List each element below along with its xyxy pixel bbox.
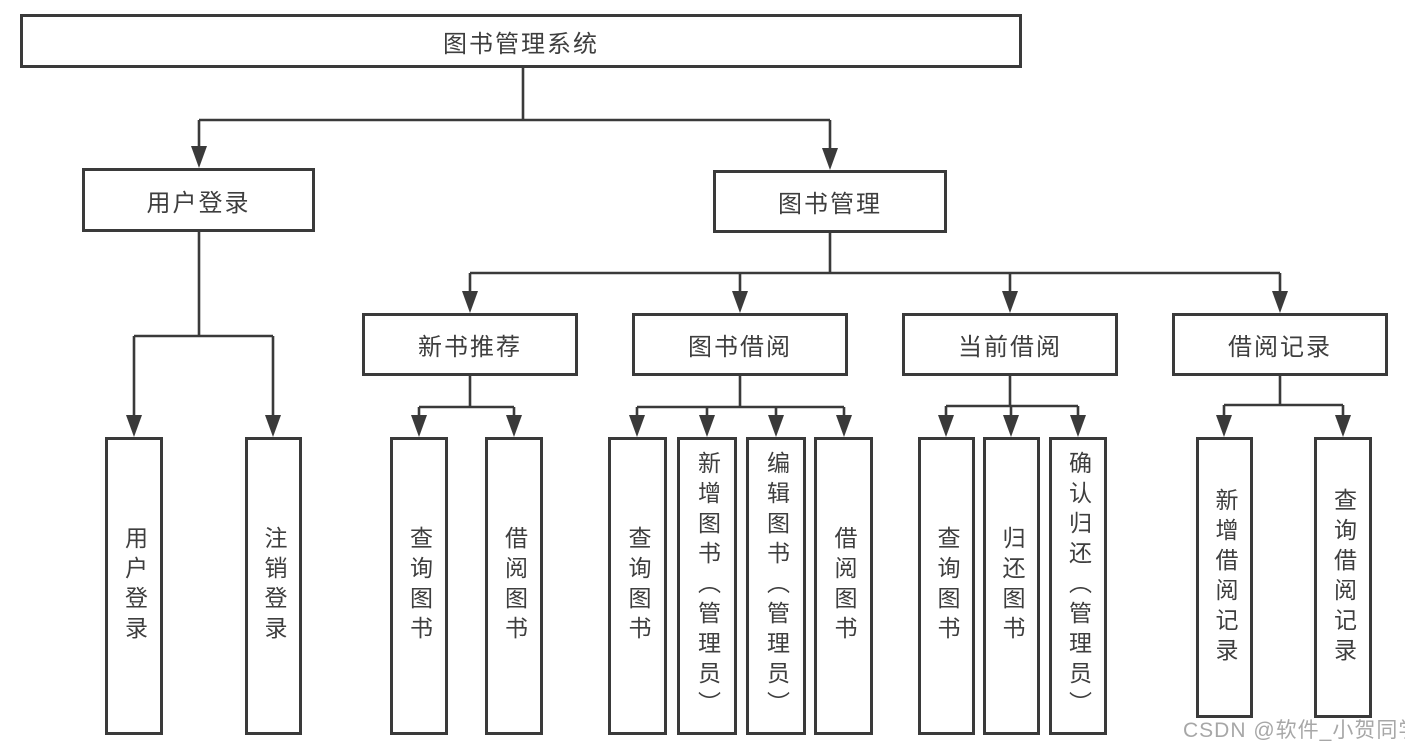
node-label: 借阅记录 [1228,334,1332,361]
node-label: 当前借阅 [958,334,1062,361]
arrowhead-icon [506,415,522,437]
leaf-add-borrow-record: 新增借阅记录 [1196,437,1253,718]
node-label: 图书管理 [778,191,882,218]
leaf-label: 查询图书 [625,526,651,646]
arrowhead-icon [191,146,207,168]
arrowhead-icon [629,415,645,437]
arrowhead-icon [938,415,954,437]
leaf-add-book-admin: 新增图书（管理员） [677,437,737,735]
leaf-query-borrow-record: 查询借阅记录 [1314,437,1372,718]
arrowhead-icon [1070,415,1086,437]
leaf-query-books-1: 查询图书 [390,437,448,735]
node-book-borrowing: 图书借阅 [632,313,848,376]
node-book-management: 图书管理 [713,170,947,233]
leaf-label: 归还图书 [999,526,1025,646]
arrowhead-icon [462,291,478,313]
node-label: 图书借阅 [688,334,792,361]
leaf-borrow-books-2: 借阅图书 [814,437,873,735]
leaf-label: 注销登录 [261,526,287,646]
leaf-label: 确认归还（管理员） [1065,451,1092,721]
arrowhead-icon [732,291,748,313]
leaf-label: 新增图书（管理员） [694,451,721,721]
leaf-label: 编辑图书（管理员） [763,451,790,721]
leaf-edit-book-admin: 编辑图书（管理员） [746,437,806,735]
leaf-label: 新增借阅记录 [1212,487,1238,668]
csdn-watermark: CSDN @软件_小贺同学 [1183,719,1405,742]
arrowhead-icon [1003,415,1019,437]
leaf-confirm-return-admin: 确认归还（管理员） [1049,437,1107,735]
leaf-label: 借阅图书 [831,526,857,646]
leaf-label: 用户登录 [121,526,148,646]
node-label: 新书推荐 [418,334,522,361]
node-library-management-system: 图书管理系统 [20,14,1022,68]
arrowhead-icon [265,415,281,437]
node-current-borrowing: 当前借阅 [902,313,1118,376]
arrowhead-icon [822,148,838,170]
leaf-label: 查询图书 [934,526,960,646]
leaf-label: 查询借阅记录 [1330,487,1357,668]
arrowhead-icon [836,415,852,437]
arrowhead-icon [1002,291,1018,313]
leaf-borrow-books-1: 借阅图书 [485,437,543,735]
leaf-return-book: 归还图书 [983,437,1040,735]
leaf-label: 查询图书 [406,526,433,646]
arrowhead-icon [1335,415,1351,437]
arrowheads [126,146,1351,437]
leaf-query-books-3: 查询图书 [918,437,975,735]
arrowhead-icon [699,415,715,437]
node-new-book-recommendation: 新书推荐 [362,313,578,376]
leaf-label: 借阅图书 [501,526,528,646]
arrowhead-icon [1216,415,1232,437]
node-label: 用户登录 [146,189,251,217]
arrowhead-icon [768,415,784,437]
leaf-logout: 注销登录 [245,437,302,735]
connector-path [132,68,1345,415]
arrowhead-icon [126,415,142,437]
node-label: 图书管理系统 [443,30,599,58]
leaf-query-books-2: 查询图书 [608,437,667,735]
node-borrowing-records: 借阅记录 [1172,313,1388,376]
arrowhead-icon [411,415,427,437]
leaf-user-login: 用户登录 [105,437,163,735]
arrowhead-icon [1272,291,1288,313]
node-user-login: 用户登录 [82,168,315,232]
